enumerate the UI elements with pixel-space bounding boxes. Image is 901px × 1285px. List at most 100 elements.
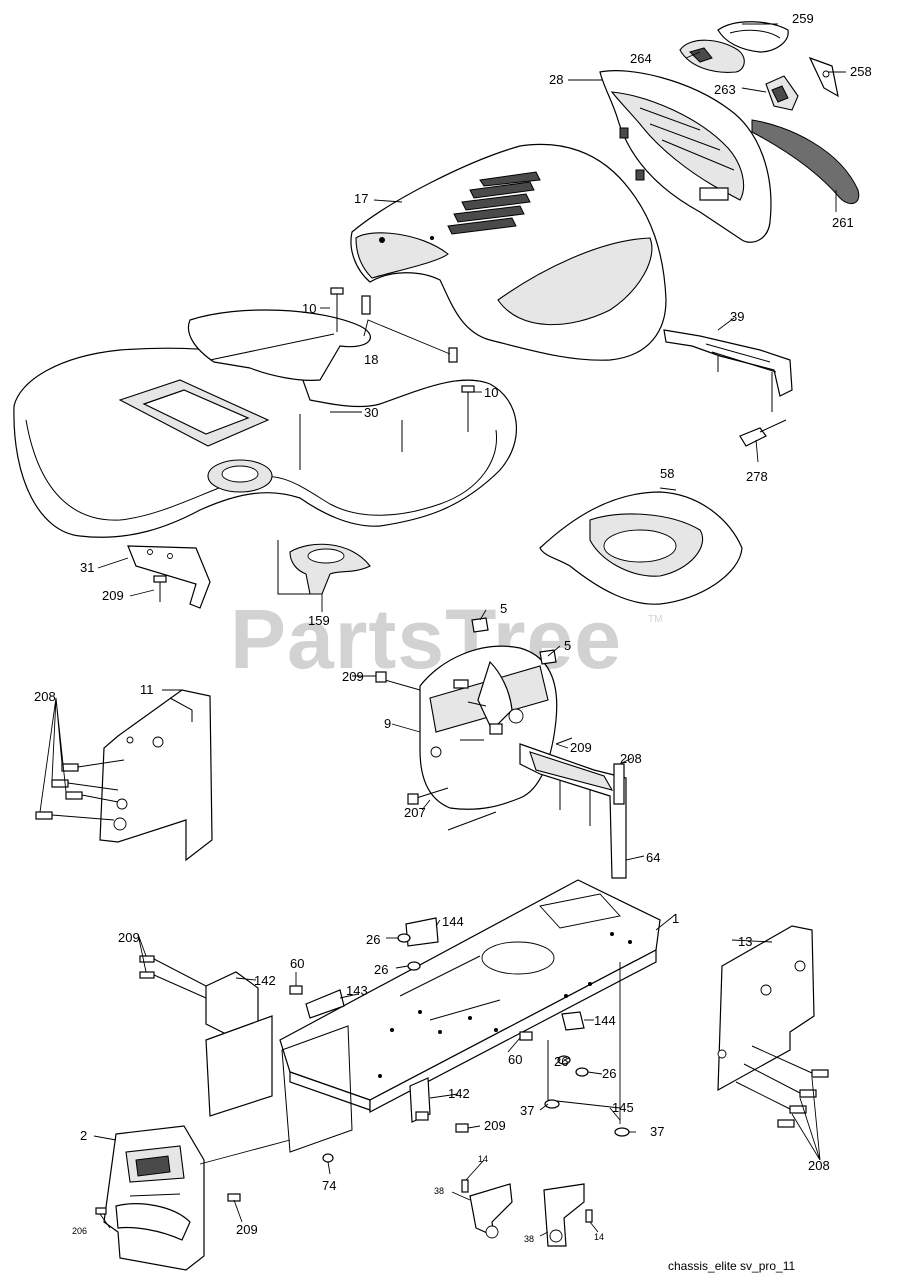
- part-11-side-panel: [99, 689, 213, 862]
- callout-142b: 142: [448, 1086, 470, 1101]
- callout-74: 74: [322, 1178, 336, 1193]
- callout-208a: 208: [34, 689, 56, 704]
- part-39-detail: [705, 343, 777, 373]
- callout-14a: 14: [478, 1154, 488, 1164]
- part-209d-bolts: [139, 955, 207, 999]
- callout-37a: 37: [520, 1103, 534, 1118]
- part-10b-head: [461, 385, 475, 393]
- part-64-detail: [559, 780, 591, 826]
- part-206-bolt: [95, 1207, 107, 1215]
- callout-60b: 60: [508, 1052, 522, 1067]
- callout-64: 64: [646, 850, 660, 865]
- part-11-hole-d: [113, 817, 127, 831]
- part-28-grille-inner: [610, 91, 745, 201]
- part-2-lower: [115, 1203, 191, 1241]
- part-18a-clip: [361, 295, 371, 315]
- grille-assembly: [599, 21, 860, 243]
- callout-37b: 37: [650, 1124, 664, 1139]
- callout-144b: 144: [594, 1013, 616, 1028]
- part-28-slots: [639, 107, 735, 171]
- callout-144a: 144: [442, 914, 464, 929]
- part-264-housing: [679, 39, 745, 73]
- part-10a-head: [330, 287, 344, 295]
- callout-18: 18: [364, 352, 378, 367]
- part-11-hole-c: [116, 798, 128, 810]
- part-30-fender: [13, 347, 517, 538]
- part-30-seat-pan-line: [209, 333, 335, 361]
- callout-26c: 26: [554, 1054, 568, 1069]
- callout-17: 17: [354, 191, 368, 206]
- part-259-detail: [729, 29, 781, 39]
- part-142b-plate: [281, 1025, 353, 1153]
- part-143-plate: [305, 989, 345, 1019]
- part-207-head: [407, 793, 419, 805]
- part-30-fender-edge: [25, 419, 497, 521]
- callout-14b: 14: [594, 1232, 604, 1242]
- part-263-detail: [771, 85, 789, 103]
- part-159-lead: [277, 540, 320, 595]
- part-264-detail: [689, 47, 713, 63]
- part-9-indicator-b: [489, 723, 503, 735]
- callout-58: 58: [660, 466, 674, 481]
- part-258-hole: [822, 70, 830, 78]
- callout-26d: 26: [602, 1066, 616, 1081]
- callout-209c: 209: [570, 740, 592, 755]
- part-64-group: [519, 737, 627, 879]
- callout-206: 206: [72, 1226, 87, 1236]
- part-26a-washer: [397, 933, 411, 943]
- part-1-front-cutout: [539, 893, 621, 929]
- part-39-group: [663, 329, 793, 447]
- part-1-slots: [399, 955, 501, 1021]
- callout-159: 159: [308, 613, 330, 628]
- part-18b-clip: [448, 347, 458, 363]
- callout-209b: 209: [342, 669, 364, 684]
- callout-26a: 26: [366, 932, 380, 947]
- callout-5b: 5: [564, 638, 571, 653]
- callout-30: 30: [364, 405, 378, 420]
- callout-209a: 209: [102, 588, 124, 603]
- part-31-hole-a: [147, 549, 153, 555]
- dash-assembly: [375, 617, 558, 831]
- part-30-ribs: [299, 414, 403, 470]
- part-28-vent: [699, 187, 729, 201]
- callout-10b: 10: [484, 385, 498, 400]
- part-2-slot: [135, 1155, 171, 1177]
- hardware-10-18: [330, 287, 475, 432]
- callout-26b: 26: [374, 962, 388, 977]
- part-11-hole-a: [126, 736, 134, 744]
- callout-5a: 5: [500, 601, 507, 616]
- part-278-shank: [759, 419, 787, 433]
- part-28-tab-a: [619, 127, 629, 139]
- part-2-detail: [129, 1193, 181, 1197]
- callout-208c: 208: [808, 1158, 830, 1173]
- part-261-mesh: [751, 119, 860, 205]
- callout-10a: 10: [302, 301, 316, 316]
- callout-278: 278: [746, 469, 768, 484]
- part-258-bracket: [808, 56, 839, 98]
- part-9-hole: [430, 746, 442, 758]
- part-209c-shank: [555, 737, 573, 745]
- part-31-hole-b: [167, 553, 173, 559]
- part-2-group: [95, 1125, 241, 1271]
- watermark-tm: TM: [648, 614, 662, 625]
- part-37a-washer: [544, 1099, 560, 1109]
- part-30-console-recess: [142, 389, 250, 435]
- part-278-bolt: [739, 427, 767, 447]
- part-1-frame-side: [369, 949, 657, 1113]
- part-31-bracket: [127, 545, 211, 609]
- watermark-text: PartsTree: [230, 592, 622, 686]
- callout-261: 261: [832, 215, 854, 230]
- callout-9: 9: [384, 716, 391, 731]
- part-38b-hole: [549, 1229, 563, 1243]
- part-60b-bolt: [519, 1031, 533, 1041]
- watermark: PartsTree TM: [230, 592, 662, 686]
- callout-145: 145: [612, 1100, 634, 1115]
- part-2-bumper: [103, 1125, 205, 1271]
- part-17-side-scoop: [497, 237, 653, 326]
- part-144b-bracket: [561, 1011, 585, 1031]
- part-142a-plate: [205, 1015, 273, 1117]
- callout-259: 259: [792, 11, 814, 26]
- callout-209d: 209: [118, 930, 140, 945]
- part-159-opening: [307, 548, 345, 564]
- callout-1: 1: [672, 911, 679, 926]
